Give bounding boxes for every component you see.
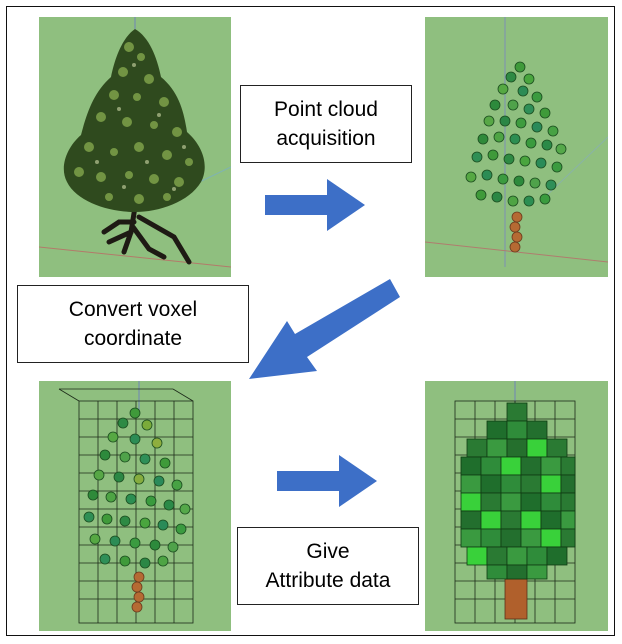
arrow-right-icon [277, 455, 377, 507]
voxel-grid-points-image [58, 381, 194, 624]
label-line: Point cloud [274, 98, 378, 121]
tree-model-image [39, 17, 231, 268]
label-line: acquisition [276, 127, 376, 150]
arrow-diagonal-icon [249, 279, 400, 379]
voxel-tree-panel [425, 381, 608, 631]
label-line: Give [306, 540, 350, 563]
arrow-right-icon [265, 179, 365, 231]
voxel-tree-image [454, 381, 576, 624]
label-line: Attribute data [265, 569, 391, 592]
figure-frame: Point cloud acquisition Convert voxel co… [6, 6, 615, 636]
point-cloud-panel [425, 17, 608, 277]
point-cloud-image [425, 17, 608, 267]
tree-model-panel [39, 17, 231, 277]
voxel-grid-points-panel [39, 381, 231, 631]
label-line: coordinate [83, 327, 183, 350]
point-cloud-acquisition-label: Point cloud acquisition [240, 85, 412, 163]
convert-voxel-coordinate-label: Convert voxel coordinate [17, 285, 249, 363]
give-attribute-data-label: Give Attribute data [237, 527, 419, 605]
label-line: Convert voxel [68, 298, 198, 321]
